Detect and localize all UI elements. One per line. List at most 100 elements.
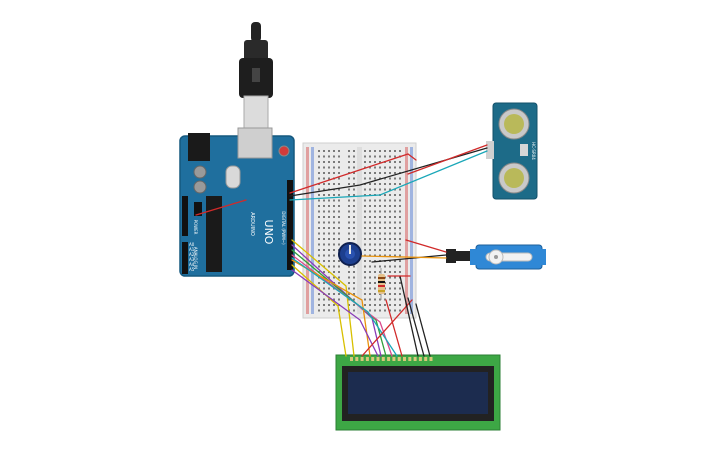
breadboard-hole <box>374 150 376 152</box>
breadboard-hole <box>348 232 350 235</box>
wire-yellow <box>291 239 355 357</box>
breadboard-hole <box>389 150 391 152</box>
breadboard-hole <box>348 216 350 218</box>
breadboard-hole <box>333 205 335 207</box>
breadboard-hole <box>399 243 401 246</box>
breadboard-hole <box>323 243 325 246</box>
breadboard-hole <box>399 304 401 306</box>
breadboard-hole <box>348 287 350 290</box>
breadboard-hole <box>348 210 350 213</box>
breadboard-hole <box>364 166 366 169</box>
breadboard-hole <box>394 271 396 273</box>
breadboard-hole <box>323 205 325 207</box>
breadboard-hole <box>384 298 386 301</box>
breadboard-hole <box>394 161 396 163</box>
breadboard-hole <box>353 238 355 240</box>
breadboard-hole <box>338 166 340 169</box>
breadboard-hole <box>394 304 396 306</box>
lcd-pin-header <box>350 357 433 361</box>
breadboard-hole <box>323 260 325 262</box>
breadboard-hole <box>369 172 371 174</box>
lcd-pin <box>376 357 380 361</box>
wire-black <box>371 254 447 263</box>
breadboard-hole <box>338 199 340 202</box>
breadboard-hole <box>389 254 391 257</box>
breadboard-hole <box>333 232 335 235</box>
breadboard-hole <box>364 150 366 152</box>
breadboard-hole <box>328 276 330 279</box>
breadboard-hole <box>353 298 355 301</box>
wire-red <box>361 299 413 357</box>
breadboard-hole <box>369 216 371 218</box>
breadboard-hole <box>323 188 325 191</box>
breadboard <box>302 142 417 319</box>
potentiometer-knob-icon[interactable] <box>338 242 362 266</box>
breadboard-hole <box>353 150 355 152</box>
reset-button[interactable] <box>278 145 290 157</box>
breadboard-hole <box>353 172 355 174</box>
breadboard-hole <box>389 249 391 251</box>
breadboard-hole <box>394 265 396 268</box>
breadboard-hole <box>348 221 350 224</box>
breadboard-hole <box>318 254 320 257</box>
analog-pin-a2: A2 <box>189 252 195 257</box>
breadboard-hole <box>328 172 330 174</box>
breadboard-hole <box>328 265 330 268</box>
breadboard-hole <box>333 150 335 152</box>
breadboard-hole <box>353 188 355 191</box>
breadboard-hole <box>333 243 335 246</box>
breadboard-hole <box>369 166 371 169</box>
breadboard-hole <box>338 282 340 284</box>
breadboard-hole <box>364 287 366 290</box>
breadboard-hole <box>348 282 350 284</box>
breadboard-hole <box>389 188 391 191</box>
lcd-pin <box>387 357 391 361</box>
breadboard-hole <box>379 221 381 224</box>
breadboard-hole <box>318 199 320 202</box>
breadboard-hole <box>379 172 381 174</box>
breadboard-hole <box>353 177 355 180</box>
breadboard-hole <box>369 254 371 257</box>
breadboard-hole <box>333 309 335 312</box>
servo-motor <box>446 244 546 270</box>
breadboard-hole <box>333 265 335 268</box>
breadboard-hole <box>364 232 366 235</box>
breadboard-hole <box>323 298 325 301</box>
breadboard-hole <box>369 155 371 158</box>
breadboard-hole <box>348 155 350 158</box>
arduino-uno-board: UNO ARDUINO DIGITAL (PWM~) POWER ANALOG … <box>179 127 295 277</box>
breadboard-hole <box>379 243 381 246</box>
breadboard-hole <box>369 232 371 235</box>
ultrasonic-sensor: HC-SR04 <box>486 102 538 200</box>
breadboard-hole <box>338 221 340 224</box>
breadboard-hole <box>364 249 366 251</box>
breadboard-hole <box>333 216 335 218</box>
breadboard-hole <box>369 287 371 290</box>
breadboard-hole <box>323 254 325 257</box>
breadboard-hole <box>353 210 355 213</box>
breadboard-hole <box>384 210 386 213</box>
breadboard-hole <box>389 166 391 169</box>
wire-red <box>195 199 247 216</box>
breadboard-hole <box>338 243 340 246</box>
breadboard-hole <box>379 298 381 301</box>
lcd-pin <box>408 357 412 361</box>
breadboard-hole <box>369 177 371 180</box>
wire-black <box>415 303 431 357</box>
breadboard-hole <box>374 177 376 180</box>
breadboard-hole <box>323 282 325 284</box>
breadboard-hole <box>338 293 340 295</box>
breadboard-hole <box>333 199 335 202</box>
servo-horn-icon <box>485 249 533 265</box>
lcd-pin <box>429 357 433 361</box>
breadboard-hole <box>399 194 401 196</box>
breadboard-hole <box>353 161 355 163</box>
breadboard-hole <box>389 227 391 229</box>
breadboard-hole <box>379 166 381 169</box>
breadboard-hole <box>384 150 386 152</box>
wire-teal <box>289 150 488 201</box>
breadboard-hole <box>374 188 376 191</box>
breadboard-hole <box>338 161 340 163</box>
lcd-pin <box>355 357 359 361</box>
breadboard-hole <box>389 309 391 312</box>
